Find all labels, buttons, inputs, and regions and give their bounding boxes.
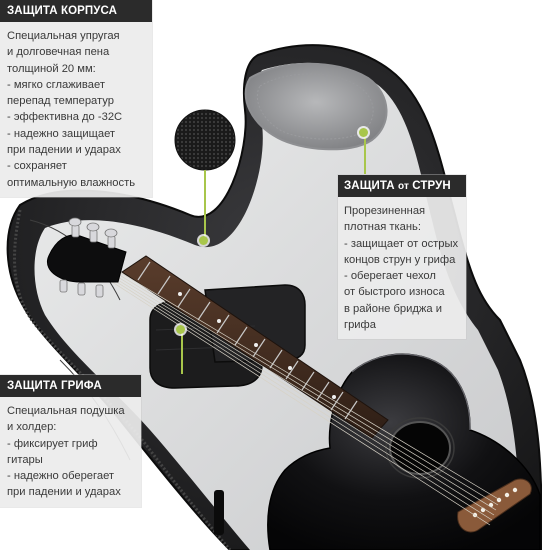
- neck-protection-text: Специальная подушка и холдер: - фиксируе…: [0, 397, 141, 507]
- body-callout-dot: [199, 236, 208, 245]
- body-protection-text: Специальная упругая и долговечная пена т…: [0, 22, 152, 197]
- foam-sample: [174, 109, 236, 171]
- body-line: при падении и ударах: [7, 144, 121, 157]
- strings-title-end: СТРУН: [412, 180, 451, 192]
- body-line: перепад температур: [7, 95, 114, 108]
- neck-protection-callout: ЗАЩИТА ГРИФА Специальная подушка и холде…: [0, 375, 141, 507]
- body-line: - надежно защищает: [7, 127, 116, 140]
- strings-protection-callout: ЗАЩИТА от СТРУН Прорезиненная плотная тк…: [338, 175, 466, 340]
- neck-line: и холдер:: [7, 421, 57, 434]
- body-protection-callout: ЗАЩИТА КОРПУСА Специальная упругая и дол…: [0, 0, 152, 197]
- strings-line: от быстрого износа: [344, 286, 445, 299]
- neck-line: - надежно оберегает: [7, 470, 115, 483]
- neck-protection-title: ЗАЩИТА ГРИФА: [0, 375, 141, 397]
- body-line: толщиной 20 мм:: [7, 62, 96, 75]
- strings-protection-pad: [244, 62, 388, 151]
- strings-title-mid: от: [398, 181, 409, 192]
- strings-line: Прорезиненная: [344, 205, 426, 217]
- neck-line: гитары: [7, 453, 43, 466]
- strings-callout-dot: [359, 128, 368, 137]
- body-line: - сохраняет: [7, 160, 67, 173]
- strings-protection-title: ЗАЩИТА от СТРУН: [338, 175, 466, 197]
- acoustic-guitar: [46, 217, 541, 550]
- neck-line: при падении и ударах: [7, 486, 121, 499]
- strings-line: грифа: [344, 319, 376, 332]
- body-line: - эффективна до -32С: [7, 111, 123, 124]
- strings-title-main: ЗАЩИТА: [344, 180, 395, 192]
- strings-callout-line: [364, 132, 366, 174]
- body-line: - мягко сглаживает: [7, 78, 105, 91]
- strings-line: в районе бриджа и: [344, 302, 442, 315]
- zipper-pull: [214, 490, 224, 535]
- strings-line: плотная ткань:: [344, 221, 421, 234]
- neck-callout-dot: [176, 325, 185, 334]
- neck-line: Специальная подушка: [7, 405, 125, 417]
- body-callout-line: [204, 170, 206, 240]
- body-line: и долговечная пена: [7, 46, 110, 59]
- strings-line: концов струн у грифа: [344, 253, 456, 266]
- body-line: оптимальную влажность: [7, 176, 136, 189]
- strings-protection-text: Прорезиненная плотная ткань: - защищает …: [338, 197, 466, 339]
- body-line: Специальная упругая: [7, 30, 120, 42]
- body-protection-title: ЗАЩИТА КОРПУСА: [0, 0, 152, 22]
- neck-callout-line: [181, 330, 183, 374]
- strings-line: - оберегает чехол: [344, 270, 436, 283]
- neck-line: - фиксирует гриф: [7, 437, 98, 450]
- strings-line: - защищает от острых: [344, 237, 459, 250]
